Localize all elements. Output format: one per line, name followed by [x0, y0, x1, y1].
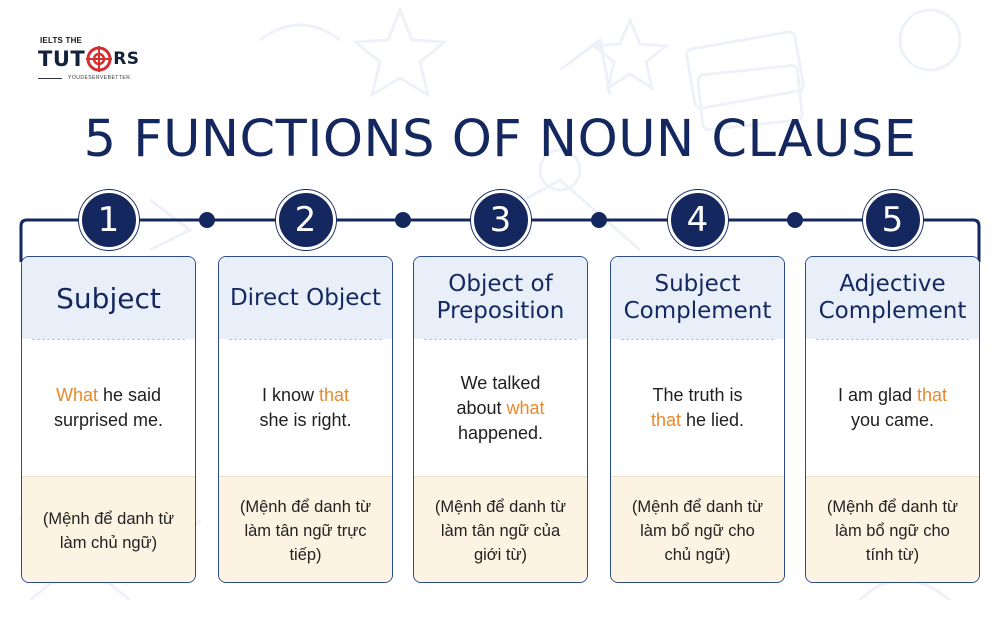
- card-note: (Mệnh để danh từ làm bổ ngữ cho tính từ): [806, 476, 979, 582]
- timeline-dot: [591, 212, 607, 228]
- card-example: We talked about what happened.: [414, 340, 587, 476]
- example-text: he lied.: [680, 410, 745, 430]
- step-number-badge: 1: [78, 190, 139, 250]
- step-number-badge: 5: [862, 190, 923, 250]
- logo-divider: [38, 78, 62, 79]
- step-number-badge: 2: [275, 190, 336, 250]
- highlighted-word: that: [319, 385, 350, 405]
- logo: IELTS THE TUT RS YOUDESERVEBETTER: [38, 36, 158, 86]
- card-title: Direct Object: [219, 257, 392, 339]
- logo-text-right: RS: [113, 49, 140, 69]
- target-icon: [86, 46, 113, 72]
- logo-wordmark: TUT RS: [38, 46, 140, 72]
- timeline-dot: [199, 212, 215, 228]
- example-text: I am glad: [837, 385, 917, 405]
- card-divider: [621, 339, 774, 340]
- highlighted-word: What: [55, 385, 98, 405]
- card-example: I am glad that you came.: [806, 340, 979, 476]
- step-number-badge: 4: [667, 190, 728, 250]
- card-example: I know that she is right.: [219, 340, 392, 476]
- page-title: 5 FUNCTIONS OF NOUN CLAUSE: [83, 110, 917, 169]
- timeline-dot: [395, 212, 411, 228]
- example-text: you came.: [850, 410, 935, 430]
- card-divider: [32, 339, 185, 340]
- card-divider: [816, 339, 969, 340]
- card-example: What he said surprised me.: [22, 340, 195, 476]
- step-number-badge: 3: [470, 190, 531, 250]
- highlighted-word: that: [650, 410, 681, 430]
- card-divider: [424, 339, 577, 340]
- example-text: I know: [261, 385, 319, 405]
- example-text: he said surprised me.: [53, 385, 164, 430]
- logo-text-left: TUT: [38, 47, 86, 71]
- logo-tagline: YOUDESERVEBETTER: [68, 75, 131, 81]
- card-title: Object of Preposition: [414, 257, 587, 339]
- card-example: The truth is that he lied.: [611, 340, 784, 476]
- card-note: (Mệnh để danh từ làm tân ngữ của giới từ…: [414, 476, 587, 582]
- card-title: Subject: [22, 257, 195, 339]
- example-text: happened.: [457, 422, 544, 443]
- card-note: (Mệnh để danh từ làm tân ngữ trực tiếp): [219, 476, 392, 582]
- card-note: (Mệnh để danh từ làm chủ ngữ): [22, 476, 195, 582]
- example-text: she is right.: [259, 410, 352, 430]
- logo-top-text: IELTS THE: [40, 36, 83, 45]
- example-text: We talked about: [456, 372, 541, 418]
- card-note: (Mệnh để danh từ làm bổ ngữ cho chủ ngữ): [611, 476, 784, 582]
- card-divider: [229, 339, 382, 340]
- highlighted-word: what: [506, 397, 545, 418]
- timeline-dot: [787, 212, 803, 228]
- card-title: Subject Complement: [611, 257, 784, 339]
- highlighted-word: that: [917, 385, 948, 405]
- example-text: The truth is: [652, 385, 743, 405]
- card-title: Adjective Complement: [806, 257, 979, 339]
